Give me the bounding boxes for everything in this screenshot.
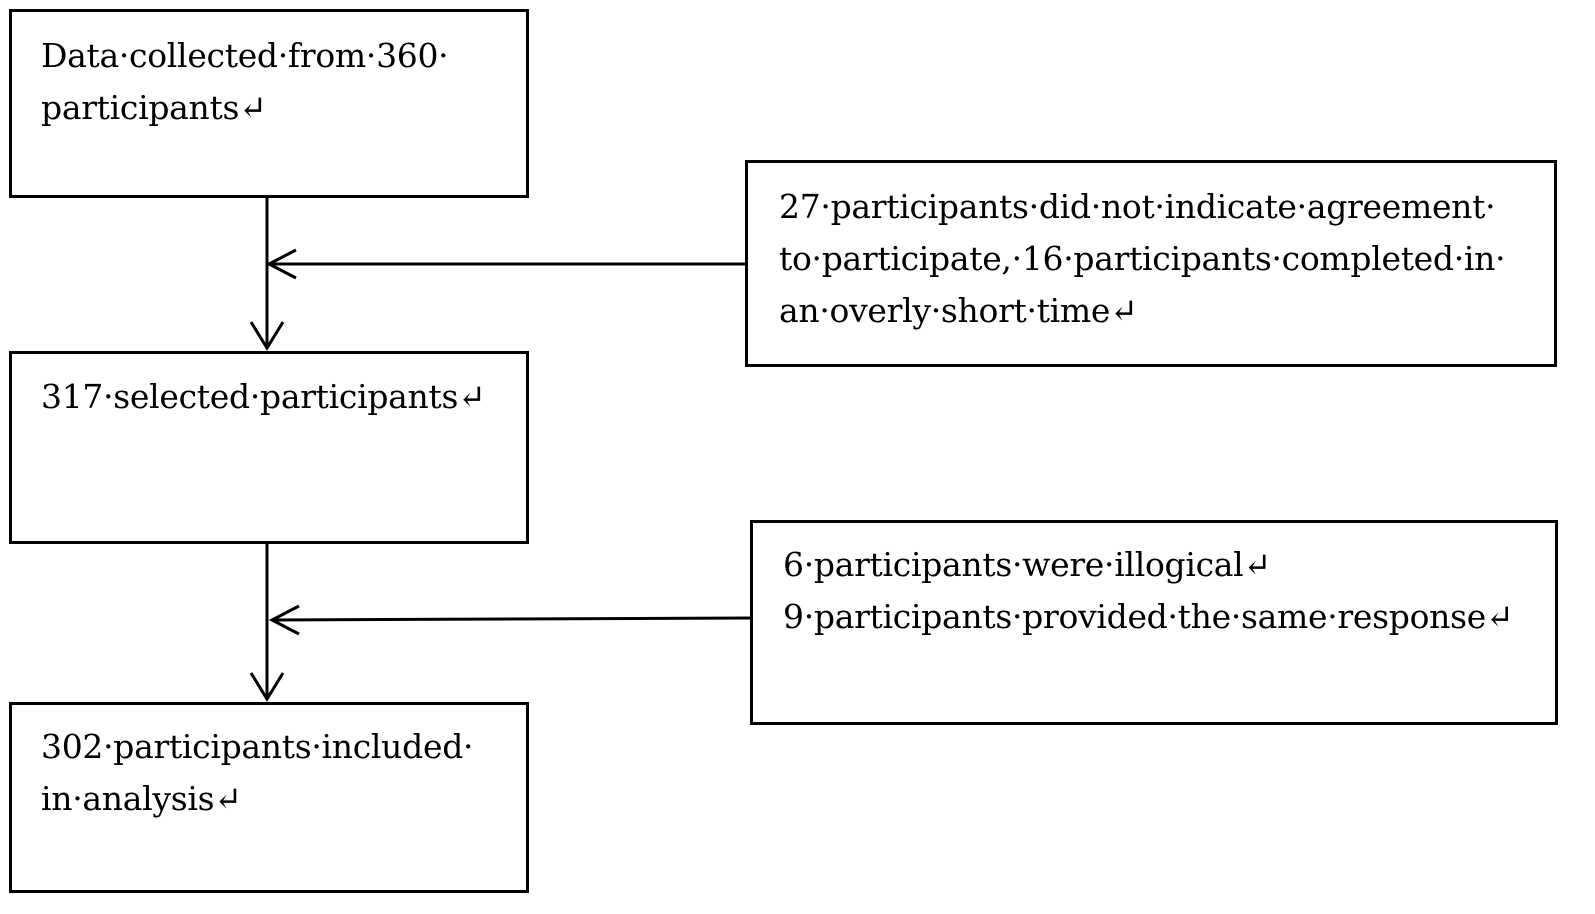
text-line: Data·collected·from·360· [41, 36, 449, 75]
box-included-in-analysis: 302·participants·included· in·analysis↵ [9, 702, 529, 893]
box-data-collected-text: Data·collected·from·360· participants↵ [41, 30, 449, 134]
text-line: 9·participants·provided·the·same·respons… [783, 597, 1514, 636]
text-line: to·participate,·16·participants·complete… [779, 239, 1506, 278]
box-exclusion-agreement-time-text: 27·participants·did·not·indicate·agreeme… [779, 181, 1506, 337]
box-data-collected: Data·collected·from·360· participants↵ [9, 9, 529, 198]
arrowhead-down-step2 [249, 321, 285, 351]
box-selected-participants: 317·selected·participants↵ [9, 351, 529, 544]
arrow-exclusion2 [271, 616, 752, 622]
arrowhead-down-step3 [249, 672, 285, 702]
text-line: 317·selected·participants↵ [41, 377, 486, 416]
box-included-in-analysis-text: 302·participants·included· in·analysis↵ [41, 721, 474, 825]
text-line: in·analysis↵ [41, 779, 242, 818]
text-line: 27·participants·did·not·indicate·agreeme… [779, 187, 1496, 226]
box-exclusion-illogical-same-text: 6·participants·were·illogical↵ 9·partici… [783, 539, 1514, 643]
box-exclusion-illogical-same: 6·participants·were·illogical↵ 9·partici… [750, 520, 1558, 725]
text-line: an·overly·short·time↵ [779, 291, 1138, 330]
box-selected-participants-text: 317·selected·participants↵ [41, 371, 486, 423]
text-line: participants↵ [41, 88, 267, 127]
text-line: 302·participants·included· [41, 727, 474, 766]
text-line: 6·participants·were·illogical↵ [783, 545, 1271, 584]
arrowhead-left-exclusion2 [268, 604, 300, 636]
box-exclusion-agreement-time: 27·participants·did·not·indicate·agreeme… [745, 160, 1557, 367]
arrowhead-left-exclusion1 [265, 248, 297, 280]
